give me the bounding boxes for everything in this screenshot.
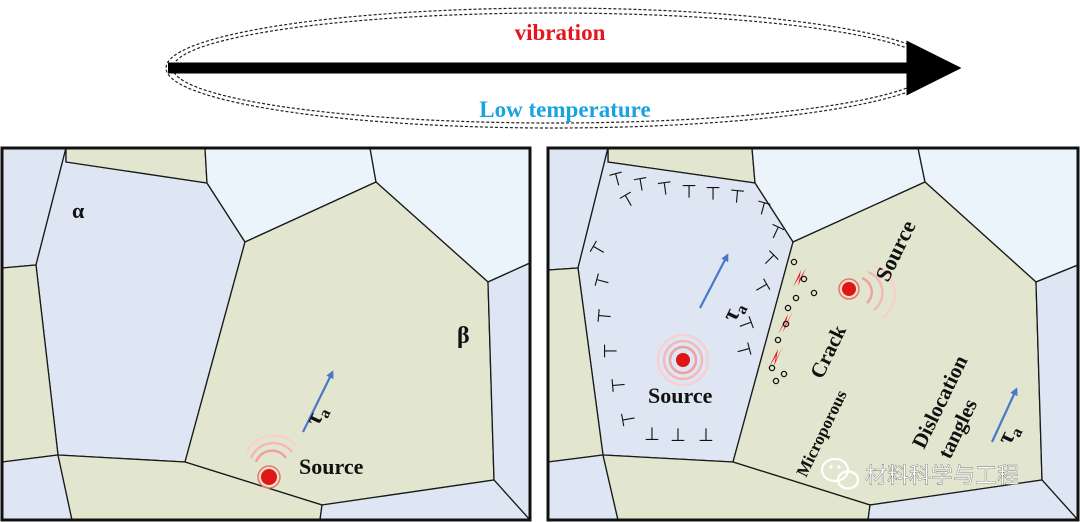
crack-marks	[769, 268, 806, 367]
dislocation-symbol: ⊥	[616, 410, 639, 429]
source-label-right-left: Source	[648, 383, 713, 408]
left-panel-frame	[0, 146, 532, 522]
dislocation-symbol: ⊥	[705, 182, 721, 203]
dislocation-symbol: ⊥	[732, 340, 756, 361]
dislocation-symbol: ⊥	[644, 424, 660, 445]
micropores	[768, 258, 818, 385]
dislocation-symbol: ⊥	[728, 184, 745, 206]
dislocation-symbol: ⊥	[656, 176, 674, 199]
micropore	[810, 289, 818, 297]
micropore	[792, 294, 800, 302]
right-panel-frame	[546, 146, 1080, 522]
top-banner: vibration Low temperature	[165, 7, 962, 129]
micropore	[768, 364, 776, 372]
grain-bottom-right-light	[319, 479, 530, 520]
dislocation-symbol: ⊥	[734, 313, 759, 335]
dislocation-symbol: ⊥	[698, 425, 714, 446]
dislocation-symbol: ⊥	[599, 343, 620, 359]
micropore	[782, 320, 790, 328]
stress-arrow-right-grain-beta	[991, 387, 1018, 443]
dislocation-symbol: ⊥	[681, 180, 697, 201]
grain-right-edge	[487, 262, 530, 520]
dislocation-symbol: ⊥	[606, 376, 628, 393]
dislocation-symbol: ⊥	[607, 166, 628, 190]
stress-arrow-left	[302, 370, 334, 433]
crack-mark-3	[769, 346, 783, 367]
dislocation-symbol: ⊥	[589, 271, 613, 292]
source-label-left: Source	[299, 454, 364, 479]
dislocation-symbol: ⊥	[631, 172, 650, 195]
source-icon-right-left	[656, 333, 710, 387]
micropore	[790, 258, 798, 266]
watermark-text: 材料科学与工程	[865, 463, 1019, 488]
alpha-label: α	[72, 198, 85, 223]
grain-bottom-left-light	[2, 454, 73, 520]
stress-arrow-right-grain-alpha	[699, 253, 729, 309]
dislocation-symbol: ⊥	[592, 307, 614, 324]
left-panel: α β τa Source	[0, 146, 532, 522]
watermark: 材料科学与工程	[820, 457, 1019, 490]
grain-r-right-edge	[1035, 264, 1078, 520]
grain-r-bottom-left-light	[548, 454, 619, 520]
micropore	[784, 304, 792, 312]
crack-mark-1	[793, 268, 806, 287]
dislocation-symbol: ⊥	[753, 195, 774, 219]
micropore	[772, 377, 780, 385]
grain-r-bottom-right-light	[867, 479, 1078, 520]
source-icon-right-right	[838, 264, 897, 320]
micropore	[774, 336, 782, 344]
right-panel: ⊥⊥⊥⊥⊥⊥⊥⊥⊥⊥⊥⊥⊥⊥⊥⊥⊥⊥⊥⊥⊥⊥ τa Source	[546, 146, 1080, 522]
beta-label: β	[457, 323, 470, 349]
low-temperature-label: Low temperature	[479, 97, 650, 122]
micropore	[780, 370, 788, 378]
wechat-icon	[820, 457, 860, 490]
source-icon-left	[244, 434, 298, 489]
dislocation-symbol: ⊥	[670, 425, 686, 446]
micropore	[800, 275, 808, 283]
vibration-label: vibration	[515, 20, 606, 45]
